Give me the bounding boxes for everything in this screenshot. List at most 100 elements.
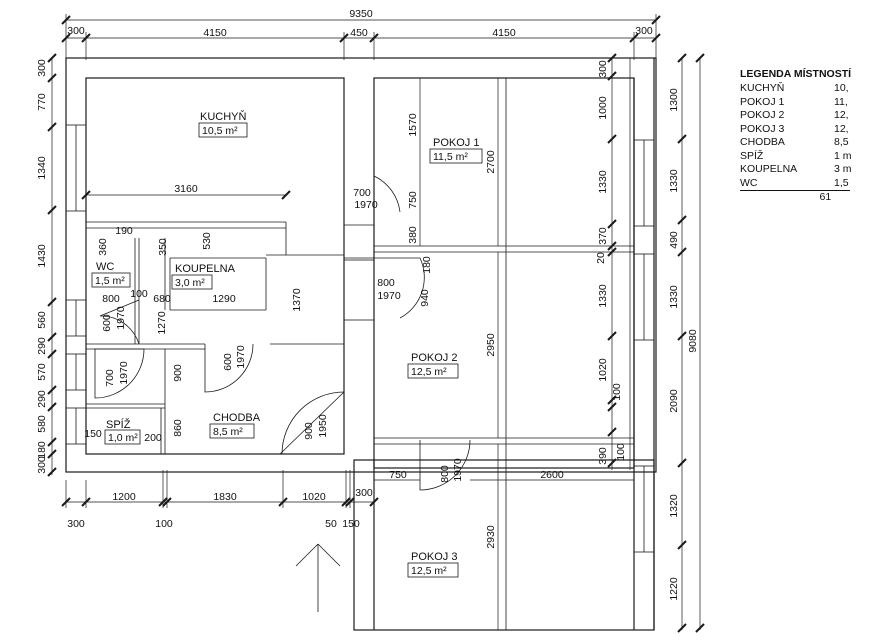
dim-door1-h: 1970 — [354, 199, 378, 211]
bottom-dim-3: 1020 — [302, 491, 326, 503]
room-name-wc: WC — [96, 261, 114, 273]
legend-name: SPÍŽ — [740, 149, 764, 162]
top-dim-3: 450 — [350, 27, 368, 39]
top-dimension-lines — [61, 14, 661, 60]
room-name-room1: POKOJ 1 — [433, 137, 479, 149]
dim-pantry-150: 150 — [84, 428, 102, 440]
overall-width-label: 9350 — [349, 8, 373, 20]
dim-bath-530: 530 — [201, 232, 213, 250]
dim-r1-940: 940 — [419, 289, 431, 307]
windows — [65, 124, 655, 553]
dim-bath-door-1970: 1970 — [235, 345, 247, 369]
left-dim-7: 570 — [36, 363, 48, 381]
dim-wc-190: 190 — [115, 225, 133, 237]
room-name-bath: KOUPELNA — [175, 263, 236, 275]
room-area-bath: 3,0 m² — [175, 277, 205, 289]
room-name-kitchen: KUCHYŇ — [200, 110, 247, 123]
right-dim-3: 490 — [668, 231, 680, 249]
legend-name: WC — [740, 176, 758, 189]
room-name-hall: CHODBA — [213, 412, 261, 424]
room-area-room2: 12,5 m² — [411, 366, 447, 378]
dim-bath-door-1270: 1270 — [156, 311, 168, 335]
right-dim-2: 1330 — [668, 169, 680, 193]
dim-hall-900: 900 — [172, 364, 184, 382]
legend-total-row: 61 — [740, 190, 850, 205]
dim-kitchen-width: 3160 — [174, 183, 198, 195]
left-dim-5: 560 — [36, 311, 48, 329]
dim-pantry-1970: 1970 — [118, 361, 130, 385]
legend-name: POKOJ 3 — [740, 122, 785, 135]
inner-dim-7: 1020 — [597, 358, 609, 382]
dim-r1-180: 180 — [421, 256, 433, 274]
top-dim-5: 300 — [635, 25, 653, 37]
dim-wc-door-1970: 1970 — [115, 306, 127, 330]
legend-name: KOUPELNA — [740, 163, 798, 175]
dim-hall-860: 860 — [172, 419, 184, 437]
dim-bath-680: 680 — [153, 293, 171, 305]
right-dimension-lines — [607, 53, 705, 633]
bottom-dim-2: 1830 — [213, 491, 237, 503]
bottom-below-3: 50 — [325, 518, 337, 530]
dim-entry-900: 900 — [303, 422, 315, 440]
right-dim-5: 2090 — [668, 389, 680, 413]
legend-name: POKOJ 1 — [740, 95, 785, 108]
room-area-box-wc — [91, 272, 131, 288]
left-dim-9: 580 — [36, 415, 48, 433]
top-dim-1: 300 — [67, 25, 85, 37]
left-dim-4: 1430 — [36, 244, 48, 268]
legend-value: 12, — [834, 109, 849, 121]
room-area-box-room2 — [407, 363, 459, 379]
dim-door2-w: 800 — [377, 277, 395, 289]
dim-bath-350: 350 — [157, 238, 169, 256]
dim-door1-w: 700 — [353, 187, 371, 199]
room-area-room3: 12,5 m² — [411, 565, 447, 577]
room-area-box-hall — [209, 423, 255, 439]
door-swings — [94, 175, 471, 491]
dim-r1-side: 1570 — [407, 113, 419, 137]
legend-name: POKOJ 2 — [740, 109, 785, 121]
bottom-dim-4: 300 — [355, 487, 373, 499]
dim-bath-1370: 1370 — [291, 288, 303, 312]
north-arrow-icon — [295, 543, 341, 612]
right-dim-6: 1320 — [668, 494, 680, 518]
legend-value: 3 m — [834, 163, 852, 175]
interior-ticks — [81, 78, 634, 630]
dim-wc-door-600: 600 — [101, 314, 113, 332]
room-area-box-kitchen — [198, 122, 248, 138]
legend-value: 8,5 — [834, 136, 849, 148]
dim-bath-1290: 1290 — [212, 293, 236, 305]
room-area-pantry: 1,0 m² — [108, 432, 138, 444]
right-dim-1: 1300 — [668, 88, 680, 112]
right-dim-4: 1330 — [668, 285, 680, 309]
dim-bath-door-600: 600 — [222, 353, 234, 371]
inner-dim-10: 100 — [615, 443, 627, 461]
dim-pantry-200: 200 — [144, 432, 162, 444]
right-dim-7: 1220 — [668, 577, 680, 601]
legend-row: POKOJ 2 12, — [740, 109, 870, 123]
room-area-hall: 8,5 m² — [213, 426, 243, 438]
dim-r3-2600: 2600 — [540, 469, 564, 481]
dim-wc-360: 360 — [97, 238, 109, 256]
dim-r3-750: 750 — [389, 469, 407, 481]
inner-dim-5: 20 — [595, 252, 607, 264]
inner-dim-6: 1330 — [597, 284, 609, 308]
room-name-room2: POKOJ 2 — [411, 352, 457, 364]
room-area-box-bath — [171, 274, 213, 290]
bottom-below-1: 300 — [67, 518, 85, 530]
legend-title: LEGENDA MÍSTNOSTÍ — [740, 68, 852, 80]
room-area-box-room3 — [407, 562, 459, 578]
dim-r3-2930: 2930 — [485, 525, 497, 549]
bottom-dimension-lines — [61, 470, 379, 508]
room-name-pantry: SPÍŽ — [106, 418, 131, 431]
top-dim-4: 4150 — [492, 27, 516, 39]
dim-pantry-700: 700 — [104, 369, 116, 387]
dim-door2-h: 1970 — [377, 290, 401, 302]
dim-entry-1950: 1950 — [317, 414, 329, 438]
legend-value: 1,5 — [834, 176, 849, 189]
left-dim-8: 290 — [36, 390, 48, 408]
